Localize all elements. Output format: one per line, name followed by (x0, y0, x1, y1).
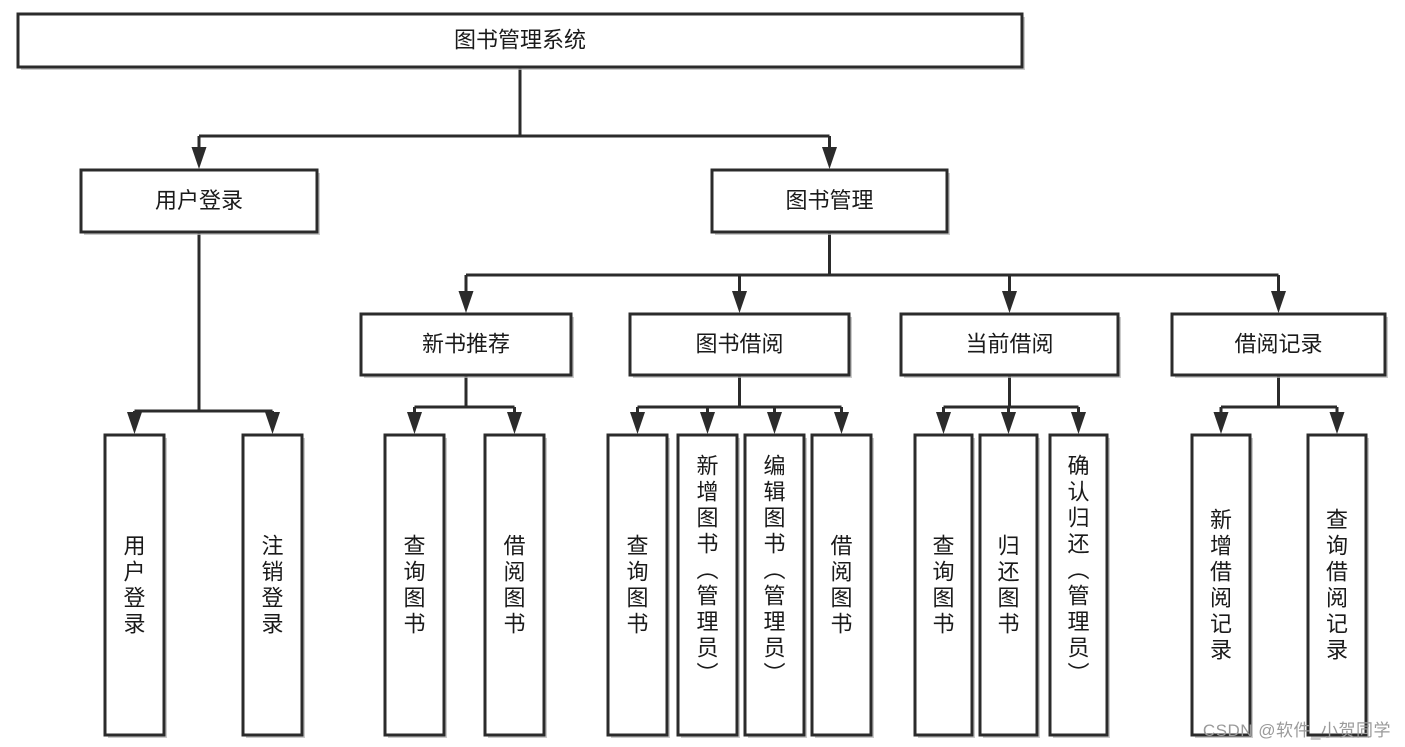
node-l3-current-borrow[interactable]: 当前借阅 (899, 312, 1121, 378)
node-box[interactable] (241, 433, 304, 737)
node-box[interactable] (978, 433, 1039, 737)
arrow-head-icon (1002, 291, 1017, 313)
node-label: 借阅记录 (1234, 331, 1322, 356)
connector-layer (127, 67, 1345, 434)
node-label: 确认归还︵管理员︶ (1067, 453, 1089, 686)
arrow-head-icon (822, 147, 837, 169)
node-label: 用户登录 (155, 188, 243, 213)
node-l2-book-mgmt[interactable]: 图书管理 (710, 168, 950, 235)
node-label: 查询借阅记录 (1326, 507, 1348, 662)
node-label: 编辑图书︵管理员︶ (763, 453, 785, 686)
node-box[interactable] (743, 433, 806, 737)
arrow-head-icon (732, 291, 747, 313)
node-leaf-user-login[interactable]: 用户登录 (103, 433, 167, 738)
node-leaf-cb-query[interactable]: 查询图书 (913, 433, 975, 738)
arrow-head-icon (407, 412, 422, 434)
arrow-head-icon (1001, 412, 1016, 434)
arrow-head-icon (127, 412, 142, 434)
node-layer: 图书管理系统用户登录图书管理新书推荐图书借阅当前借阅借阅记录用户登录注销登录查询… (16, 12, 1388, 738)
node-root[interactable]: 图书管理系统 (16, 12, 1025, 70)
node-box[interactable] (79, 168, 319, 234)
node-leaf-bb-edit[interactable]: 编辑图书︵管理员︶ (743, 433, 807, 738)
node-box[interactable] (676, 433, 739, 737)
arrow-head-icon (1071, 412, 1086, 434)
node-box[interactable] (483, 433, 546, 737)
node-box[interactable] (359, 312, 573, 377)
node-label: 用户登录 (123, 533, 145, 636)
node-label: 查询图书 (626, 533, 648, 636)
node-box[interactable] (899, 312, 1120, 377)
arrow-head-icon (1329, 412, 1345, 434)
node-label: 查询图书 (403, 533, 425, 636)
node-label: 归还图书 (997, 533, 1019, 636)
node-box[interactable] (628, 312, 851, 377)
arrow-head-icon (507, 412, 522, 434)
node-label: 图书管理系统 (454, 27, 586, 52)
node-label: 新书推荐 (422, 331, 510, 356)
node-box[interactable] (103, 433, 166, 737)
arrow-head-icon (700, 412, 715, 434)
node-leaf-cb-confirm[interactable]: 确认归还︵管理员︶ (1048, 433, 1110, 738)
node-l3-borrow-record[interactable]: 借阅记录 (1170, 312, 1388, 378)
node-leaf-br-query[interactable]: 查询借阅记录 (1306, 433, 1369, 738)
node-l2-user-login[interactable]: 用户登录 (79, 168, 320, 235)
arrow-head-icon (191, 147, 207, 169)
arrow-head-icon (767, 412, 782, 434)
node-box[interactable] (913, 433, 974, 737)
node-box[interactable] (710, 168, 949, 234)
node-leaf-rec-query[interactable]: 查询图书 (383, 433, 447, 738)
node-label: 查询图书 (932, 533, 954, 636)
node-l3-book-borrow[interactable]: 图书借阅 (628, 312, 852, 378)
node-label: 注销登录 (261, 533, 283, 636)
arrow-head-icon (1213, 412, 1229, 434)
node-label: 新增图书︵管理员︶ (696, 453, 718, 686)
node-label: 借阅图书 (830, 533, 852, 636)
node-leaf-br-add[interactable]: 新增借阅记录 (1190, 433, 1253, 738)
node-box[interactable] (16, 12, 1024, 69)
arrow-head-icon (630, 412, 645, 434)
node-leaf-bb-query[interactable]: 查询图书 (606, 433, 670, 738)
node-box[interactable] (810, 433, 873, 737)
node-box[interactable] (1048, 433, 1109, 737)
node-leaf-logout[interactable]: 注销登录 (241, 433, 305, 738)
arrow-head-icon (936, 412, 951, 434)
node-leaf-rec-borrow[interactable]: 借阅图书 (483, 433, 547, 738)
arrow-head-icon (1271, 291, 1286, 313)
arrow-head-icon (834, 412, 849, 434)
arrow-head-icon (458, 291, 474, 313)
node-label: 新增借阅记录 (1210, 507, 1232, 662)
node-box[interactable] (1170, 312, 1387, 377)
node-leaf-bb-borrow[interactable]: 借阅图书 (810, 433, 874, 738)
node-label: 借阅图书 (503, 533, 525, 636)
node-box[interactable] (1190, 433, 1252, 737)
node-box[interactable] (383, 433, 446, 737)
node-leaf-cb-return[interactable]: 归还图书 (978, 433, 1040, 738)
node-label: 图书借阅 (695, 331, 783, 356)
arrow-head-icon (265, 412, 280, 434)
node-label: 当前借阅 (965, 331, 1053, 356)
node-box[interactable] (606, 433, 669, 737)
node-leaf-bb-add[interactable]: 新增图书︵管理员︶ (676, 433, 740, 738)
node-l3-new-book-rec[interactable]: 新书推荐 (359, 312, 574, 378)
node-box[interactable] (1306, 433, 1368, 737)
node-label: 图书管理 (785, 188, 873, 213)
